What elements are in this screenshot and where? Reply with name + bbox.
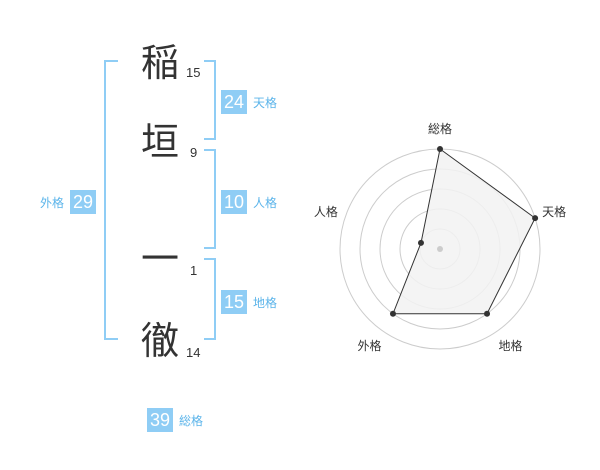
radar-axis-label-2: 天格 xyxy=(542,204,566,219)
name-char-3: 一 xyxy=(141,237,180,281)
gaikaku-value: 29 xyxy=(70,190,97,214)
jinkaku-label: 人格 xyxy=(253,195,278,210)
tenkaku-value: 24 xyxy=(221,90,247,114)
radar-point-4 xyxy=(389,310,396,317)
radar-axis-label-5: 人格 xyxy=(314,204,338,219)
stroke-count-1: 15 xyxy=(186,65,201,80)
soukaku-badge: 39 総格 xyxy=(147,408,203,432)
soukaku-label: 総格 xyxy=(179,413,204,428)
tenkaku-badge: 24 天格 xyxy=(221,90,277,114)
chikaku-value: 15 xyxy=(221,290,247,314)
gaikaku-label: 外格 xyxy=(40,195,65,210)
radar-center-dot xyxy=(437,246,443,252)
radar-axis-label-1: 総格 xyxy=(428,121,452,136)
stroke-count-4: 14 xyxy=(186,345,201,360)
radar-point-3 xyxy=(484,310,491,317)
name-char-1: 稲 xyxy=(141,41,180,85)
jinkaku-bracket xyxy=(204,149,216,249)
radar-point-5 xyxy=(417,239,424,246)
chikaku-label: 地格 xyxy=(253,295,278,310)
chikaku-bracket xyxy=(204,258,216,340)
radar-data-polygon xyxy=(392,148,536,315)
soukaku-value: 39 xyxy=(147,408,173,432)
name-char-4: 徹 xyxy=(141,319,180,363)
stroke-count-2: 9 xyxy=(190,145,198,160)
radar-axis-label-3: 地格 xyxy=(498,338,522,353)
gaikaku-bracket xyxy=(104,60,118,340)
tenkaku-bracket xyxy=(204,60,216,140)
tenkaku-label: 天格 xyxy=(253,95,278,110)
stroke-count-3: 1 xyxy=(190,263,198,278)
name-char-2: 垣 xyxy=(141,120,180,164)
radar-axis-label-4: 外格 xyxy=(357,338,381,353)
jinkaku-value: 10 xyxy=(221,190,247,214)
gaikaku-badge: 外格 29 xyxy=(40,190,97,214)
jinkaku-badge: 10 人格 xyxy=(221,190,277,214)
radar-point-1 xyxy=(437,146,443,152)
radar-point-2 xyxy=(532,215,539,222)
chikaku-badge: 15 地格 xyxy=(221,290,277,314)
